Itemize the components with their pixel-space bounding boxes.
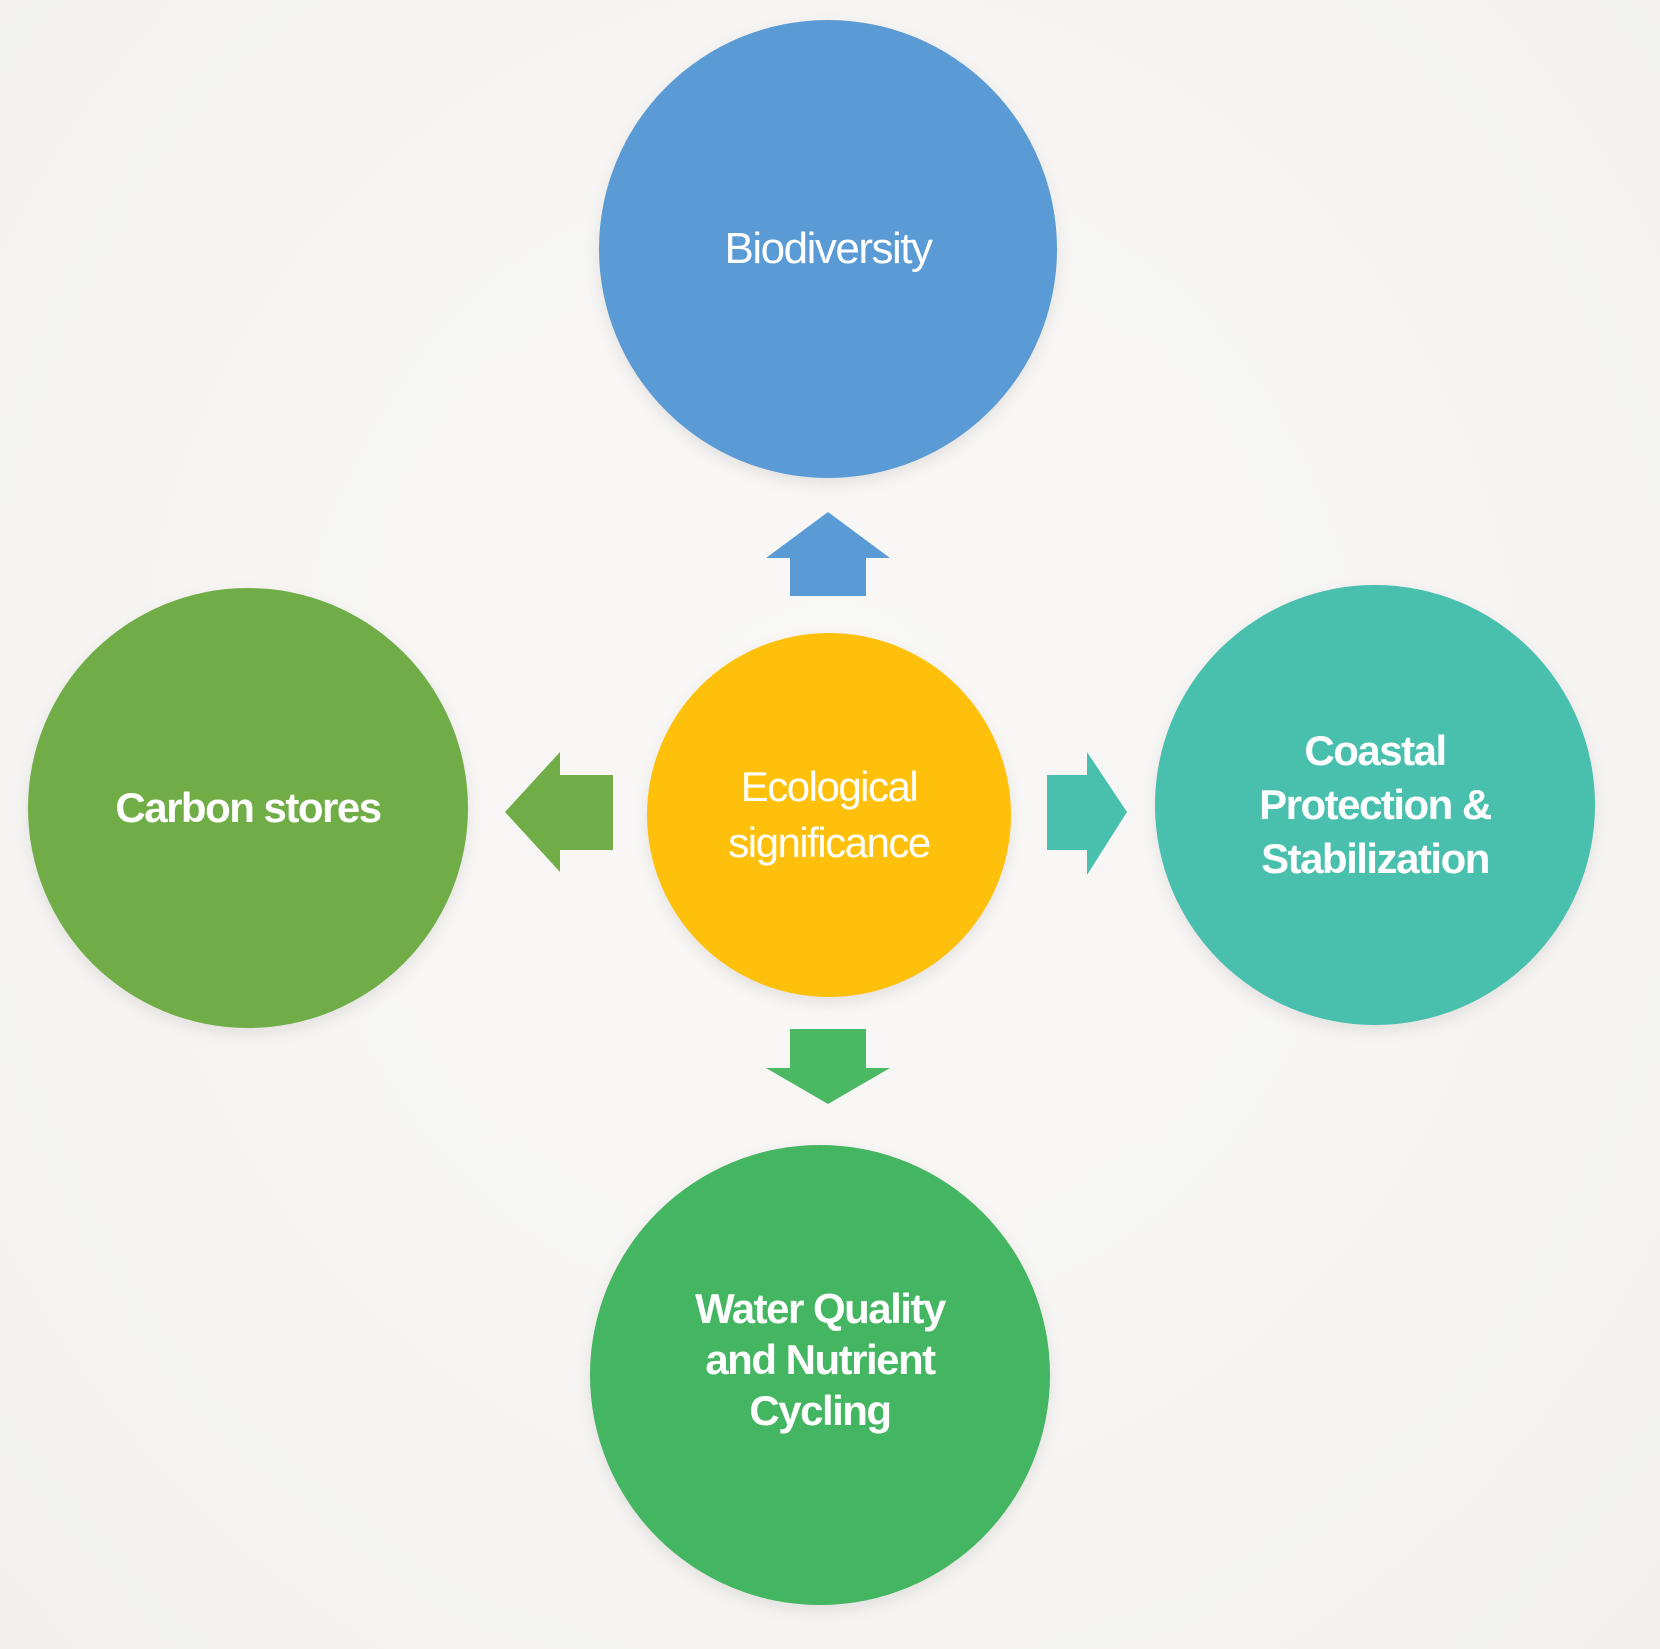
node-water-quality: Water Quality and Nutrient Cycling — [590, 1145, 1050, 1605]
node-biodiversity: Biodiversity — [599, 20, 1057, 478]
arrow-left-icon — [505, 752, 613, 872]
arrow-down-icon — [766, 1029, 890, 1104]
node-carbon-stores-label: Carbon stores — [115, 784, 382, 831]
node-ecological-significance-label: Ecological significance — [728, 763, 931, 866]
arrow-right-icon — [1047, 752, 1127, 875]
node-coastal-protection: Coastal Protection & Stabilization — [1155, 585, 1595, 1025]
node-biodiversity-label: Biodiversity — [724, 224, 933, 273]
arrow-up-icon — [766, 512, 890, 596]
node-coastal-protection-label: Coastal Protection & Stabilization — [1259, 727, 1492, 882]
node-ecological-significance: Ecological significance — [647, 633, 1011, 997]
node-carbon-stores: Carbon stores — [28, 588, 468, 1028]
node-water-quality-label: Water Quality and Nutrient Cycling — [695, 1284, 946, 1434]
